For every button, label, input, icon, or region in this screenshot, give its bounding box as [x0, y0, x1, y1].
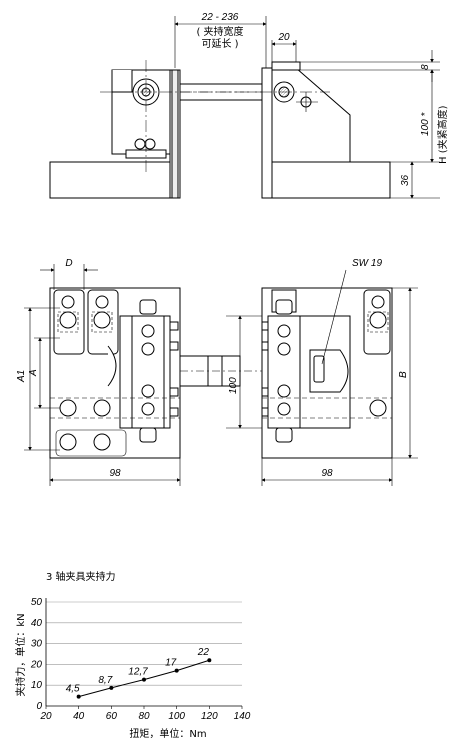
dim-a: A — [28, 369, 39, 377]
dim-98-right: 98 — [321, 468, 333, 479]
chart-grid — [46, 601, 242, 686]
data-label: 17 — [165, 658, 177, 669]
dim-100-plan: 100 — [228, 377, 239, 394]
data-point — [174, 668, 179, 673]
plan-view-left — [49, 287, 181, 459]
data-label: 8,7 — [98, 675, 112, 686]
x-tick-label: 80 — [138, 711, 150, 722]
dim-d: D — [65, 258, 72, 269]
chart-x-label: 扭矩，单位：Nm — [129, 727, 206, 740]
data-point — [207, 658, 212, 663]
dim-width-note-2: 可延长 ) — [201, 38, 238, 50]
dim-sw: SW 19 — [352, 258, 382, 269]
chart-series: 4,5 8,7 12,7 17 22 — [66, 647, 212, 699]
dim-20: 20 — [277, 32, 290, 43]
plan-view-spindle — [179, 355, 262, 387]
chart-y-ticks: 0 10 20 30 40 50 — [30, 597, 43, 712]
data-label: 22 — [197, 647, 210, 658]
data-label: 4,5 — [66, 684, 80, 695]
dim-a1: A1 — [16, 370, 27, 383]
y-tick-label: 20 — [30, 659, 43, 670]
y-tick-label: 50 — [31, 597, 43, 608]
y-tick-label: 0 — [36, 701, 42, 712]
chart-x-ticks: 20 40 60 80 100 120 140 — [39, 706, 251, 722]
side-view — [49, 60, 391, 199]
y-tick-label: 10 — [31, 680, 43, 691]
x-tick-label: 100 — [168, 711, 185, 722]
data-point — [142, 677, 146, 682]
chart-title: 3 轴夹具夹持力 — [46, 570, 116, 583]
plan-view-right — [261, 269, 393, 459]
x-tick-label: 60 — [106, 711, 118, 722]
y-tick-label: 30 — [31, 639, 43, 650]
y-tick-label: 40 — [31, 618, 43, 629]
dim-width-note-1: ( 夹持宽度 — [196, 25, 243, 38]
dim-98-left: 98 — [109, 468, 121, 479]
x-tick-label: 140 — [234, 711, 251, 722]
x-tick-label: 120 — [201, 711, 218, 722]
dim-h: H (夹紧高度) — [436, 105, 449, 164]
x-tick-label: 20 — [39, 711, 52, 722]
data-point — [76, 694, 81, 699]
dim-100: 100 * — [420, 112, 431, 136]
x-tick-label: 40 — [73, 711, 85, 722]
data-point — [109, 685, 114, 690]
plan-view-dimensions — [24, 264, 418, 486]
side-view-dimensions — [174, 16, 440, 199]
dim-8: 8 — [420, 64, 431, 70]
data-label: 12,7 — [128, 667, 148, 678]
dim-b: B — [398, 371, 409, 378]
dim-width-range: 22 - 236 — [201, 12, 239, 23]
dim-36: 36 — [400, 174, 411, 186]
chart-y-label: 夹持力，单位：kN — [14, 613, 27, 696]
